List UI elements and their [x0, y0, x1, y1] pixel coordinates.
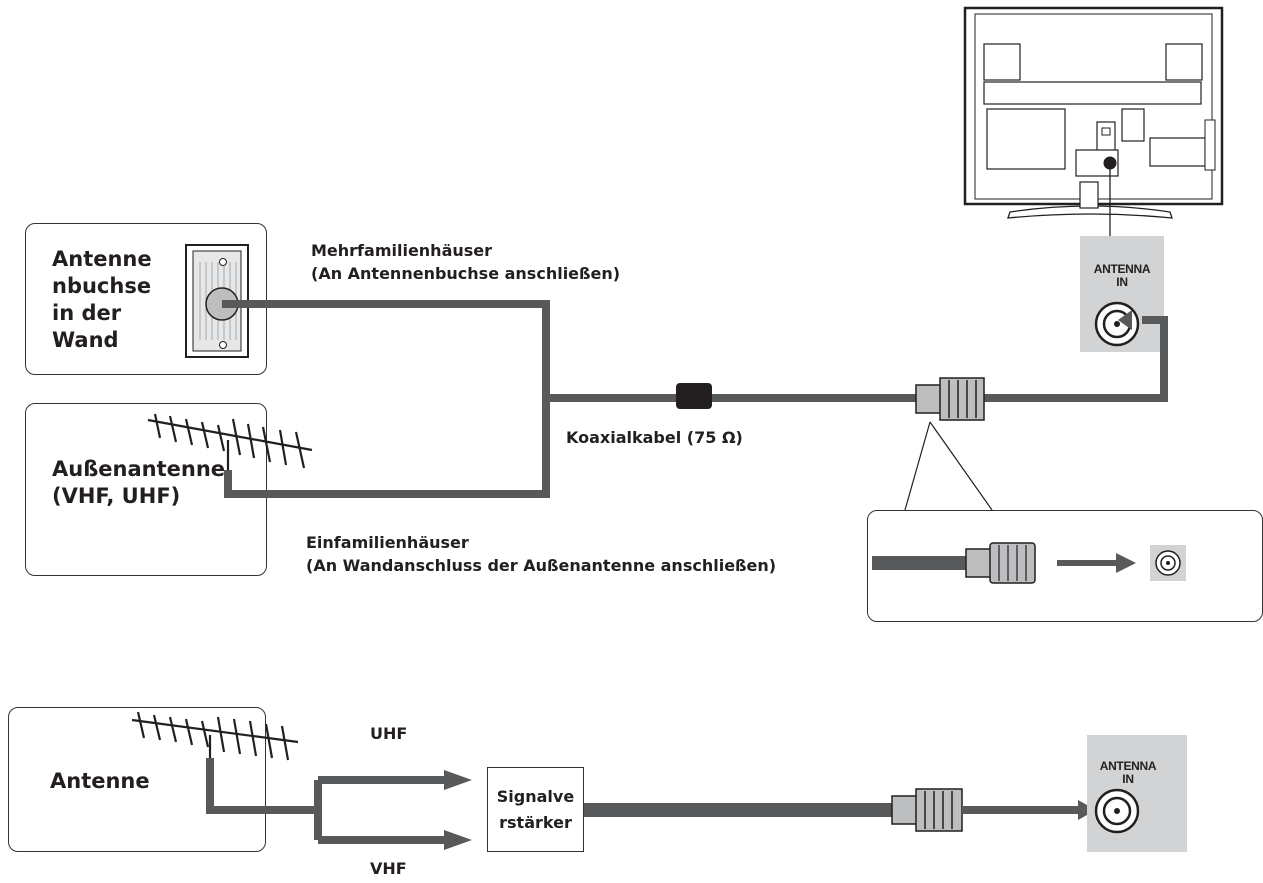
ferrite-core [676, 383, 712, 409]
coax-plug-bottom [891, 788, 963, 832]
panel-label-bottom-line2: IN [1122, 772, 1133, 786]
wall-socket-label-line4: Wand [52, 328, 119, 352]
apartment-label-line1: Mehrfamilienhäuser [311, 241, 493, 260]
vhf-label: VHF [370, 859, 407, 878]
uhf-arrow [444, 770, 472, 790]
arrow-into-panel [1118, 310, 1132, 330]
outdoor-antenna-label-line2: (VHF, UHF) [52, 484, 181, 508]
antenna-cable-bottom [206, 758, 448, 844]
panel-label-bottom-line1: ANTENNA [1100, 759, 1157, 773]
wall-socket-label: Antenne nbuchse in der Wand [52, 246, 152, 354]
coax-cable-label: Koaxialkabel (75 Ω) [566, 428, 743, 447]
wall-socket-label-line1: Antenne [52, 247, 152, 271]
house-label-line2: (An Wandanschluss der Außenantenne ansch… [306, 556, 777, 575]
coax-plug-top [915, 377, 985, 421]
tv-rear-icon [963, 6, 1224, 219]
antenna-in-panel-bottom: ANTENNA IN [1087, 735, 1187, 852]
amplifier-label-line2: rstärker [499, 812, 572, 832]
apartment-label: Mehrfamilienhäuser (An Antennenbuchse an… [311, 239, 620, 285]
house-label: Einfamilienhäuser (An Wandanschluss der … [306, 531, 776, 577]
outdoor-antenna-label: Außenantenne (VHF, UHF) [52, 456, 225, 510]
wall-socket-label-line3: in der [52, 301, 122, 325]
coax-cable-top [222, 300, 1168, 498]
zoom-line-left [904, 421, 931, 511]
outdoor-antenna-icon [147, 413, 313, 470]
outdoor-antenna-label-line1: Außenantenne [52, 457, 226, 481]
antenna-icon-bottom [131, 711, 299, 761]
vhf-arrow [444, 830, 472, 850]
panel-label-top-line1: ANTENNA [1094, 262, 1151, 276]
antenna-label-bottom: Antenne [50, 769, 150, 793]
apartment-label-line2: (An Antennenbuchse anschließen) [311, 264, 621, 283]
house-label-line1: Einfamilienhäuser [306, 533, 469, 552]
connector-detail-icon [872, 542, 1186, 584]
wall-socket-label-line2: nbuchse [52, 274, 152, 298]
amplifier-label-line1: Signalve [496, 786, 575, 806]
panel-label-top-line2: IN [1116, 275, 1127, 289]
antenna-in-panel-top: ANTENNA IN [1080, 236, 1164, 352]
uhf-label: UHF [370, 724, 408, 743]
signal-amplifier-box: Signalve rstärker [487, 767, 584, 852]
zoom-line-right [929, 421, 993, 511]
